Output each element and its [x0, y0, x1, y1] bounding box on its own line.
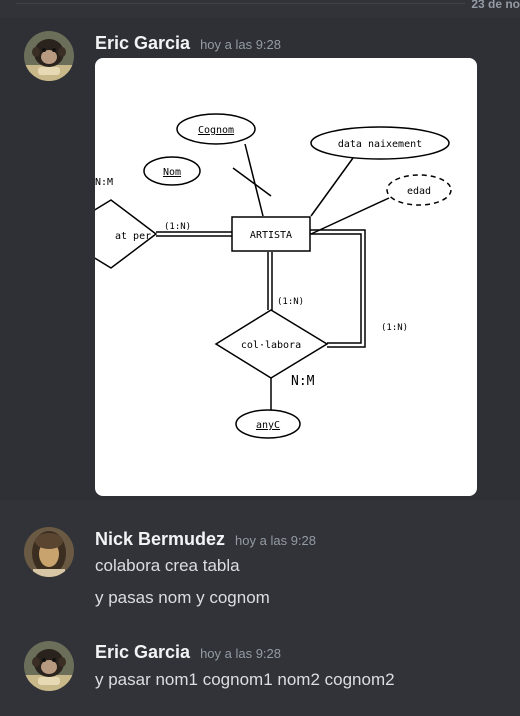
monkey-avatar-icon — [24, 641, 74, 691]
user-avatar-icon — [24, 527, 74, 577]
er-diagram-image: at per N:M (1:N) ARTISTA Cognom Nom data… — [95, 113, 452, 439]
message-text: y pasas nom y cognom — [95, 588, 270, 607]
message-text: y pasar nom1 cognom1 nom2 cognom2 — [95, 670, 395, 689]
timestamp: hoy a las 9:28 — [235, 533, 316, 548]
timestamp: hoy a las 9:28 — [200, 646, 282, 661]
monkey-avatar-icon — [24, 31, 74, 81]
diagram-left-link-label: (1:N) — [164, 222, 191, 232]
diagram-relationship-label: col·labora — [241, 340, 301, 351]
avatar[interactable] — [24, 641, 74, 691]
diagram-left-relationship-label: at per — [115, 231, 151, 242]
date-divider-label: 23 de no — [465, 0, 520, 11]
timestamp: hoy a las 9:28 — [200, 37, 282, 52]
diagram-attr-anyC: anyC — [256, 420, 280, 431]
diagram-attr-data-naixement: data naixement — [338, 139, 422, 150]
diagram-left-cardinality: N:M — [95, 177, 113, 188]
diagram-entity-label: ARTISTA — [250, 230, 292, 241]
message-text: colabora crea tabla — [95, 556, 240, 575]
diagram-attr-nom: Nom — [163, 167, 181, 178]
diagram-relationship-cardinality: N:M — [291, 374, 315, 389]
avatar[interactable] — [24, 31, 74, 81]
image-attachment[interactable]: at per N:M (1:N) ARTISTA Cognom Nom data… — [95, 58, 477, 496]
diagram-down-link-label: (1:N) — [277, 297, 304, 307]
diagram-attr-cognom: Cognom — [198, 125, 234, 136]
diagram-right-link-label: (1:N) — [381, 323, 408, 333]
username[interactable]: Eric Garcia — [95, 33, 191, 53]
diagram-attr-edad: edad — [407, 186, 431, 197]
avatar[interactable] — [24, 527, 74, 577]
username[interactable]: Nick Bermudez — [95, 529, 226, 549]
username[interactable]: Eric Garcia — [95, 642, 191, 662]
date-divider: 23 de no — [16, 0, 520, 11]
